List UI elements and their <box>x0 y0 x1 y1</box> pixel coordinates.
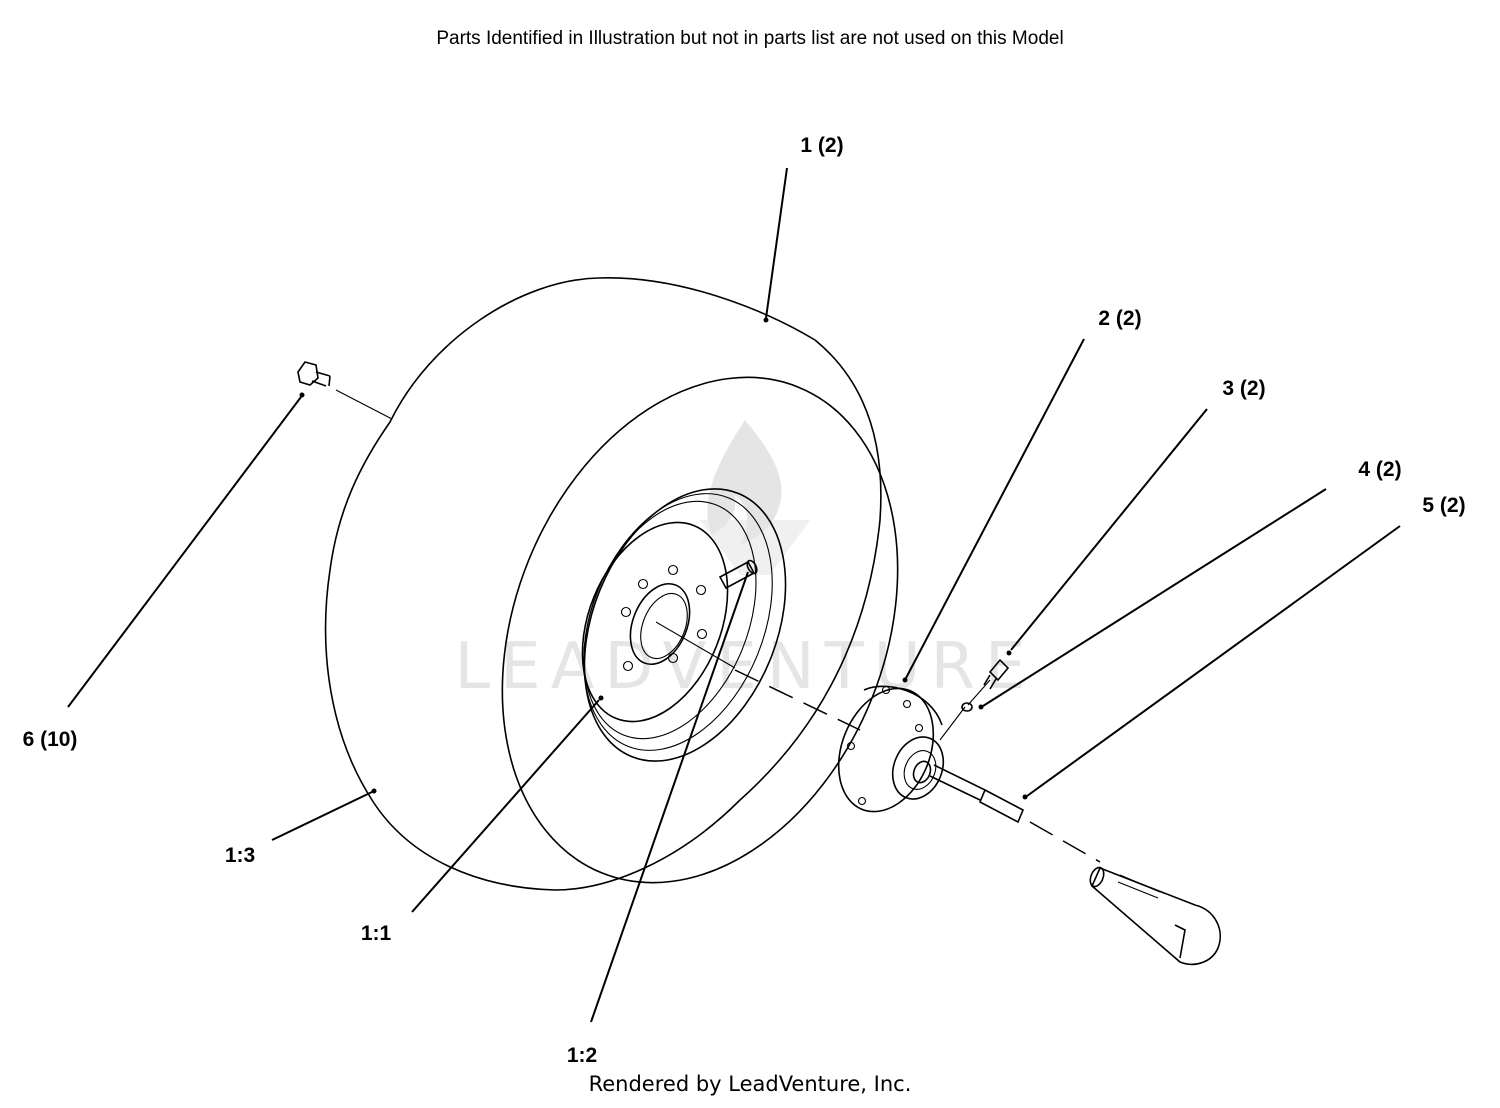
callout-1-3: 1:3 <box>225 844 255 867</box>
axle-pin <box>1089 866 1221 966</box>
watermark-text: LEADVENTURE <box>455 630 1036 704</box>
rim-ring-3 <box>583 500 757 740</box>
callout-1: 1 (2) <box>800 134 843 157</box>
callout-4: 4 (2) <box>1358 458 1401 481</box>
watermark: LEADVENTURE <box>455 420 1036 704</box>
assembly-lines <box>335 389 1101 863</box>
rim-face <box>581 521 729 723</box>
flame-icon <box>707 420 782 545</box>
rim-center-bore <box>629 582 691 666</box>
wheel-assembly <box>324 277 899 891</box>
bolt-holes <box>620 564 708 672</box>
lug-bolt <box>297 361 331 387</box>
tire-sidewall <box>501 376 899 884</box>
lock-washer <box>961 702 973 712</box>
callout-6: 6 (10) <box>23 728 78 751</box>
header-note: Parts Identified in Illustration but not… <box>436 28 1063 49</box>
rim-center-bore-inner <box>640 592 688 660</box>
callout-2: 2 (2) <box>1098 307 1141 330</box>
callouts: 1 (2) 2 (2) 3 (2) 4 (2) 5 (2) 6 (10) 1:3… <box>23 134 1466 1067</box>
hub-flange <box>837 685 945 813</box>
rim-outer <box>583 488 787 762</box>
shield-icon <box>700 520 810 575</box>
footer-credit: Rendered by LeadVenture, Inc. <box>589 1072 912 1096</box>
tire-back <box>324 277 882 891</box>
callout-5: 5 (2) <box>1422 494 1465 517</box>
axle-shaft <box>929 764 1025 824</box>
callout-3: 3 (2) <box>1222 377 1265 400</box>
callout-1-2: 1:2 <box>567 1044 597 1067</box>
set-screw <box>983 658 1010 690</box>
callout-1-1: 1:1 <box>361 922 392 945</box>
valve-stem <box>718 559 758 590</box>
leader-lines <box>67 167 1401 1023</box>
